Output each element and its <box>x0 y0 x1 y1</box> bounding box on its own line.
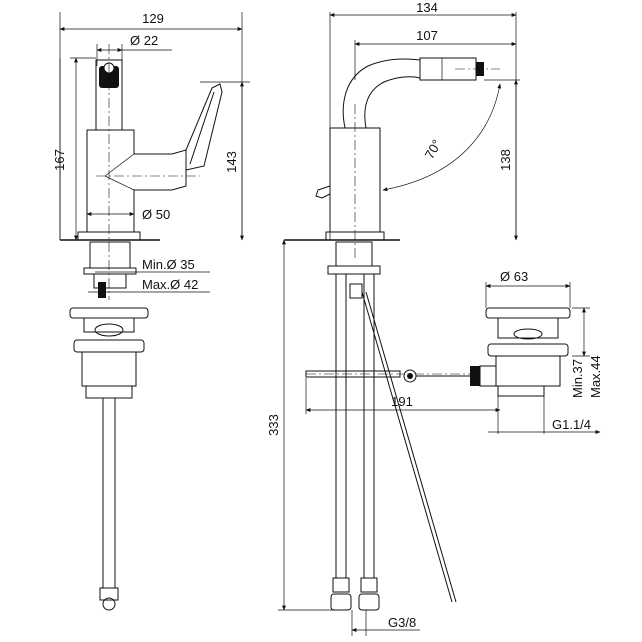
rod-length-label: 191 <box>391 394 413 409</box>
spout-height-label: 138 <box>498 149 513 171</box>
front-height-spout-label: 143 <box>224 151 239 173</box>
head-diameter-label: Ø 63 <box>500 269 528 284</box>
front-width-label: 129 <box>142 11 164 26</box>
hose-length-label: 333 <box>266 414 281 436</box>
body-diameter-label: Ø 50 <box>142 207 170 222</box>
waste-view: Ø 63 Min.37 Max.44 G1.1/4 <box>479 269 603 434</box>
thickness-max-label: Max.44 <box>588 355 603 398</box>
spout-reach-label: 107 <box>416 28 438 43</box>
waste-thread-label: G1.1/4 <box>552 417 591 432</box>
side-depth-label: 134 <box>416 0 438 15</box>
front-height-total-label: 167 <box>52 149 67 171</box>
hole-max-label: Max.Ø 42 <box>142 277 198 292</box>
thickness-min-label: Min.37 <box>570 359 585 398</box>
rotation-angle-label: 70° <box>422 137 445 162</box>
hole-min-label: Min.Ø 35 <box>142 257 195 272</box>
front-view: 129 Ø 22 167 143 Ø 50 <box>52 11 250 611</box>
outlet-diameter-label: Ø 22 <box>130 33 158 48</box>
side-view: 134 107 70° 138 333 <box>266 0 520 636</box>
connection-thread-label: G3/8 <box>388 615 416 630</box>
